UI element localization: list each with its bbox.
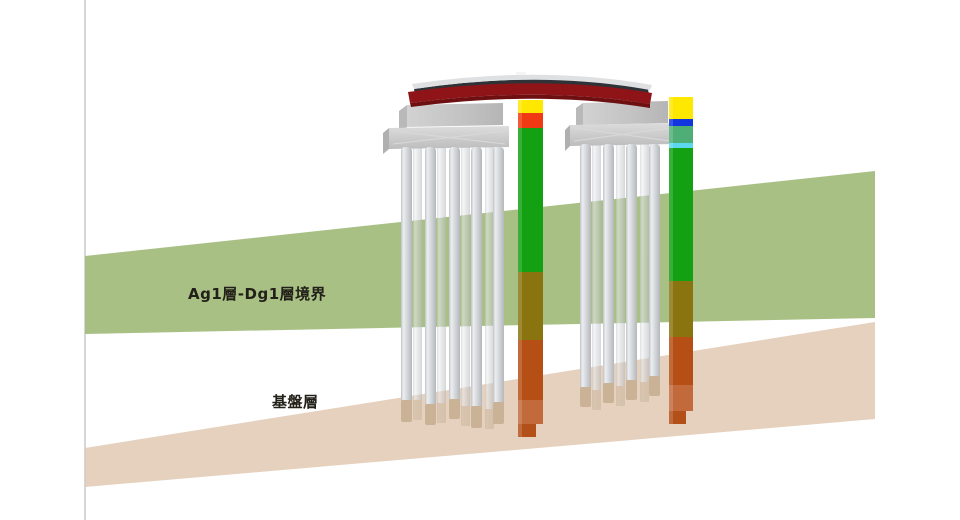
log-segment (669, 119, 693, 126)
log-segment (669, 385, 693, 411)
log-segment-tip (518, 424, 536, 437)
pile (626, 144, 637, 400)
log-segment (669, 337, 693, 385)
strata-label-bedrock: 基盤層 (272, 393, 319, 411)
strata-label-ag1-dg1: Ag1層-Dg1層境界 (188, 285, 327, 303)
left-abutment (383, 103, 509, 154)
pile (425, 147, 436, 425)
left-borehole-log[interactable] (518, 100, 543, 437)
log-segment (669, 126, 693, 143)
log-segment (669, 148, 693, 281)
pile (401, 147, 412, 422)
right-abutment (565, 101, 674, 151)
log-segment (669, 281, 693, 337)
left-pile-group (401, 147, 504, 428)
log-segment (518, 113, 543, 128)
right-pile-group-back-row (592, 128, 649, 410)
log-segment (518, 400, 543, 424)
left-pile-group-back-row (413, 130, 494, 429)
log-segment (518, 128, 543, 272)
log-segment (518, 340, 543, 400)
pile (603, 144, 614, 403)
log-highlight (669, 97, 673, 424)
log-segment-tip (669, 411, 686, 424)
log-segment (518, 272, 543, 340)
pile (580, 144, 591, 407)
right-pile-group (580, 144, 660, 407)
log-segment (669, 97, 693, 119)
pile (449, 147, 460, 419)
log-highlight (518, 100, 522, 437)
pile (493, 147, 504, 424)
right-borehole-log[interactable] (669, 97, 693, 424)
log-segment (669, 143, 693, 148)
pile (471, 147, 482, 428)
log-segment (518, 100, 543, 113)
pile (649, 144, 660, 396)
bridge-deck (408, 72, 652, 108)
